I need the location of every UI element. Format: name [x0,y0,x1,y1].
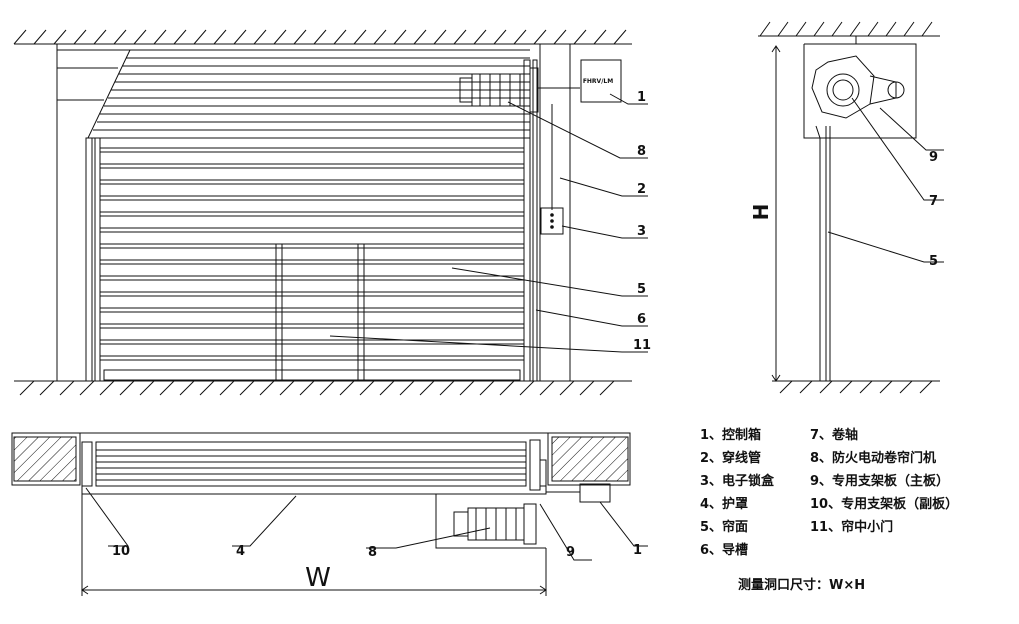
leader-4-plan [232,495,297,547]
roller-drum [811,55,875,119]
motor-ribs [479,74,521,106]
leader-8-front [507,101,648,159]
legend-item: 9、专用支架板（主板） [810,474,950,489]
w-dimension-arrows [81,585,547,595]
legend-column-left: 1、控制箱 2、穿线管 3、电子锁盒 4、护罩 5、帘面 6、导槽 [700,424,774,562]
plan-motor-endcap [453,511,469,537]
bracket-plate [803,36,917,139]
callout-1-plan: 1 [633,543,642,558]
leader-7-side [851,97,944,201]
front-elevation [13,29,648,396]
leader-3-front [561,225,648,239]
lock-box-dot [550,225,554,229]
lock-box [540,207,564,235]
plan-right-bracket [529,439,541,491]
plan-control-box [579,483,611,503]
callout-10-plan: 10 [112,544,130,559]
legend-item: 5、帘面 [700,520,749,535]
plan-left-bracket [81,441,93,487]
callout-5-side: 5 [929,254,938,269]
callout-8-plan: 8 [368,545,377,560]
plan-right-bracket-plate [539,459,547,487]
roller-axle-outer [826,73,860,107]
callout-9-plan: 9 [566,545,575,560]
plan-left-wall-hatch [13,436,77,482]
plan-motor-bracket [523,503,537,545]
wire-conduit [538,87,580,210]
plan-drum [95,441,527,487]
legend-item: 10、专用支架板（副板） [810,497,959,512]
legend-item: 11、帘中小门 [810,520,894,535]
left-inner-rail [94,137,101,382]
lock-box-dot [550,213,554,217]
legend-item: 2、穿线管 [700,451,762,466]
callout-7-side: 7 [929,194,938,209]
control-box-label: FHRV/LM [583,78,613,85]
control-box [580,59,622,103]
header-lines [57,67,118,101]
hood-slats [93,57,530,131]
w-extension-lines [81,486,547,596]
left-guide-rail [85,137,93,382]
legend-item: 6、导槽 [700,543,749,558]
side-curtain-rail [815,125,831,381]
leader-11-front [329,335,648,353]
bottom-bar [103,369,521,381]
w-dimension-label: W [305,563,331,593]
callout-4-plan: 4 [236,544,245,559]
legend-column-right: 7、卷轴 8、防火电动卷帘门机 9、专用支架板（主板） 10、专用支架板（副板）… [810,424,958,539]
leader-8-plan [366,527,491,549]
callout-3-front: 3 [637,224,646,239]
front-ceiling-hatch [13,29,627,45]
legend-item: 7、卷轴 [810,428,859,443]
plan-right-wall-hatch [551,436,629,482]
legend-item: 1、控制箱 [700,428,762,443]
legend-item: 3、电子锁盒 [700,474,775,489]
motor-arm-pivot [887,81,905,99]
legend-item: 8、防火电动卷帘门机 [810,451,937,466]
front-floor-hatch [19,380,615,396]
right-guide-rail [523,59,531,382]
measurement-note: 测量洞口尺寸：W×H [738,578,866,593]
leader-2-front [559,177,648,197]
plan-view [11,432,648,596]
callout-8-front: 8 [637,144,646,159]
right-guide-rail-inner [532,59,538,382]
leader-10-plan [85,487,129,547]
callout-6-front: 6 [637,312,646,327]
plan-motor-ribs [475,508,517,540]
motor-bracket [529,67,539,113]
leader-1-front [609,93,648,105]
callout-1-front: 1 [637,90,646,105]
plan-motor-frame [435,494,546,549]
h-dimension-label: H [749,204,773,221]
side-section [758,21,944,394]
leader-5-front [451,267,648,297]
curtain-slats [100,147,524,361]
callout-11-front: 11 [633,338,651,353]
lock-box-dot [550,219,554,223]
leader-9-plan [539,503,592,561]
h-dimension-arrows [771,45,781,382]
leader-1-plan [599,501,648,547]
leader-5-side [827,231,944,263]
leader-6-front [535,309,648,327]
legend-item: 4、护罩 [700,497,749,512]
leader-9-side [879,107,944,151]
roller-axle-inner [832,79,854,101]
motor-arm [869,75,897,105]
plan-drum-lines [96,449,526,481]
callout-2-front: 2 [637,182,646,197]
side-ceiling-hatch [759,21,933,37]
hood-outline [87,49,530,139]
side-floor-hatch [779,380,933,394]
plan-hood [81,486,547,495]
callout-9-side: 9 [929,150,938,165]
callout-5-front: 5 [637,282,646,297]
